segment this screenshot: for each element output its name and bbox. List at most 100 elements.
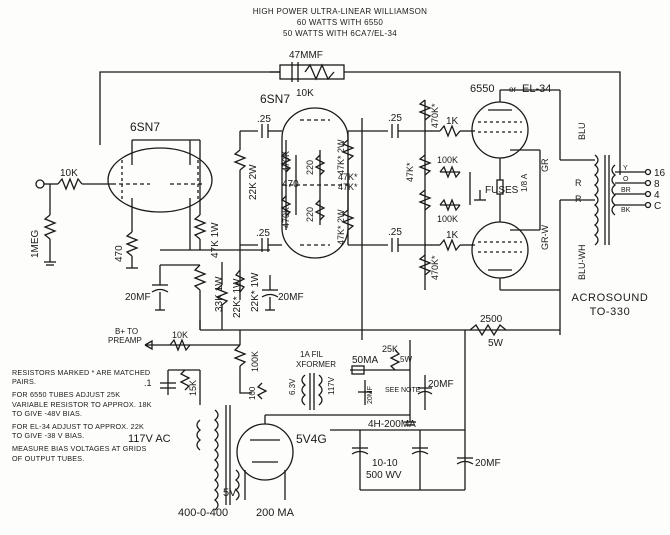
fuse-val-label: 1/8 A bbox=[520, 173, 529, 192]
output-tube-label: 6550 bbox=[470, 83, 494, 95]
gr-label: GR bbox=[540, 158, 550, 172]
fil-xformer-label: 1A FIL bbox=[300, 350, 324, 359]
blu-wh-label: BLU-WH bbox=[577, 245, 587, 281]
cap-25-b-label: .25 bbox=[256, 228, 270, 239]
cap-20mf-b-label: 20MF bbox=[278, 292, 304, 303]
output-tube-alt: EL-34 bbox=[522, 83, 551, 95]
cap-1010-v-label: 500 WV bbox=[366, 470, 402, 481]
r-lead-b-label: R bbox=[575, 194, 582, 204]
cap-20mf-c-label: 20MF bbox=[475, 458, 501, 469]
r-15k-label: 15K bbox=[188, 380, 198, 396]
r-47k-star-c-label: 47K* bbox=[405, 162, 415, 182]
r-22k-1w-b-label: 22K* 1W bbox=[250, 272, 261, 312]
r-lead-a-label: R bbox=[575, 178, 582, 188]
driver-tube-6sn7: 6SN7 .25 .25 22K 2W 22K* 1W 20MF bbox=[233, 92, 349, 312]
output-tube-or: or bbox=[509, 85, 516, 94]
ac-in-label: 117V AC bbox=[128, 433, 171, 445]
cap-25-a-label: .25 bbox=[257, 114, 271, 125]
v-117-label: 117V bbox=[327, 376, 336, 395]
r-25k-label: 25K bbox=[382, 344, 398, 354]
r-22k-2w-label: 22K 2W bbox=[248, 164, 259, 200]
filter-caps: 10-10 500 WV 20MF bbox=[330, 429, 501, 490]
input-section: 10K 1MEG bbox=[30, 168, 112, 266]
input-tube-6sn7: 6SN7 470 bbox=[107, 120, 213, 269]
ground-symbols bbox=[199, 320, 416, 426]
cap-01-label: .1 bbox=[144, 378, 152, 388]
r-47k-2w-a-label: 47K* 2W bbox=[336, 139, 346, 175]
r-1k-b-label: 1K bbox=[446, 230, 459, 241]
input-tube-label: 6SN7 bbox=[130, 120, 160, 134]
tap-8-label: 8 bbox=[654, 179, 660, 190]
note-matched-pairs: RESISTORS MARKED * ARE MATCHED PAIRS. bbox=[12, 368, 151, 387]
rectifier-tube: 5V4G bbox=[236, 414, 327, 500]
fb-res-label: 10K bbox=[296, 88, 314, 99]
tap-16-label: 16 bbox=[654, 168, 666, 179]
r-220-a-label: 220 bbox=[305, 160, 315, 175]
r-470-a-label: 470 bbox=[282, 179, 299, 190]
b-plus-label: B+ TO bbox=[115, 327, 138, 336]
tap-br-label: BR bbox=[621, 187, 631, 194]
header-line-2: 60 WATTS WITH 6550 bbox=[296, 18, 384, 27]
r-22k-1w-a-label: 22K* 1W bbox=[232, 278, 243, 318]
ht-label: 400-0-400 bbox=[178, 507, 228, 519]
b-plus2-label: PREAMP bbox=[108, 336, 142, 345]
brand-model: TO-330 bbox=[589, 306, 631, 318]
cap-25-c-label: .25 bbox=[388, 113, 402, 124]
header-line-3: 50 WATTS WITH 6CA7/EL-34 bbox=[283, 29, 397, 38]
r-1k-a-label: 1K bbox=[446, 116, 459, 127]
tap-o-label: O bbox=[623, 176, 629, 183]
r-47k-2w-b-label: 47K* 2W bbox=[336, 209, 346, 245]
feedback-loop: 47MMF 10K bbox=[99, 50, 621, 175]
r-33k-1w-label: 33K 1W bbox=[214, 276, 225, 312]
r-100k-a-label: 100K bbox=[437, 155, 458, 165]
cap-20mf-f-label: 20MF bbox=[428, 379, 454, 390]
v-5-label: 5V bbox=[223, 487, 237, 499]
fil-xformer2-label: XFORMER bbox=[296, 360, 336, 369]
r-47k-star-b-label: 47K* bbox=[338, 182, 358, 192]
cathode-res-label: 470 bbox=[114, 245, 125, 262]
r-470k-star-a-label: 470K* bbox=[430, 103, 440, 128]
output-grid-network: 470K* 47K* 470K* 1K 1K 100K 100K bbox=[405, 99, 486, 290]
r-100k-c-label: 100K bbox=[250, 351, 260, 372]
cap-20mf-e-label: 20MF bbox=[367, 386, 374, 404]
brand-name: ACROSOUND bbox=[571, 292, 649, 304]
output-tubes: 6550 or EL-34 GR GR-W FUSES 1/8 A bbox=[470, 83, 560, 291]
choke-label: 4H-200MA bbox=[368, 419, 416, 430]
driver-tube-label: 6SN7 bbox=[260, 92, 290, 106]
ht-ma-label: 200 MA bbox=[256, 507, 295, 519]
cap-1010-label: 10-10 bbox=[372, 458, 398, 469]
r-470k-a-label: 470K bbox=[281, 151, 291, 172]
rectifier-label: 5V4G bbox=[296, 432, 327, 446]
r-470k-star-b-label: 470K* bbox=[430, 255, 440, 280]
tap-c-label: C bbox=[654, 201, 661, 212]
r-2500-label: 2500 bbox=[480, 314, 503, 325]
cap-20mf-a-label: 20MF bbox=[125, 292, 151, 303]
notes-block: RESISTORS MARKED * ARE MATCHED PAIRS. FO… bbox=[12, 368, 152, 467]
driver-plate-loads: 47K* 2W 47K* 47K* 2W 47K* .25 .25 bbox=[336, 113, 425, 340]
fb-cap-label: 47MMF bbox=[289, 50, 323, 61]
tap-bk-label: BK bbox=[621, 207, 631, 214]
see-note-label: SEE NOTE bbox=[385, 387, 421, 394]
r-220-b-label: 220 bbox=[305, 207, 315, 222]
output-transformer: BLU BLU-WH R R Y O BR BK 16 8 4 C bbox=[559, 90, 666, 290]
grid-res-label: 1MEG bbox=[30, 229, 41, 258]
r-47k-1w-label: 47K 1W bbox=[210, 222, 221, 258]
r-100k-b-label: 100K bbox=[437, 214, 458, 224]
fuses-label: FUSES bbox=[485, 185, 519, 196]
note-measure-bias: MEASURE BIAS VOLTAGES AT GRIDS OF OUTPUT… bbox=[12, 444, 147, 463]
v-63-label: 6.3V bbox=[288, 378, 297, 395]
r-2500-w-label: 5W bbox=[488, 338, 504, 349]
blu-label: BLU bbox=[577, 122, 587, 140]
sw-label: 5W bbox=[400, 355, 412, 364]
input-res-label: 10K bbox=[60, 168, 78, 179]
bias-supply: 1A FIL XFORMER 6.3V 117V 50MA 25K 5W SEE… bbox=[288, 344, 454, 430]
cap-25-d-label: .25 bbox=[388, 227, 402, 238]
power-transformer: .1 15K 100 117V AC 5V 400-0-400 200 MA bbox=[128, 369, 295, 519]
power-rails: 2500 5W 10K B+ TO PREAMP 100K bbox=[108, 290, 561, 491]
input-plate-loads: 47K 1W 33K 1W 20MF 22K* 1W bbox=[125, 140, 270, 330]
r-100-label: 100 bbox=[248, 386, 257, 400]
header-title: HIGH POWER ULTRA-LINEAR WILLIAMSON bbox=[252, 7, 428, 16]
note-el34-bias: FOR EL-34 ADJUST TO APPROX. 22K TO GIVE … bbox=[12, 422, 145, 441]
